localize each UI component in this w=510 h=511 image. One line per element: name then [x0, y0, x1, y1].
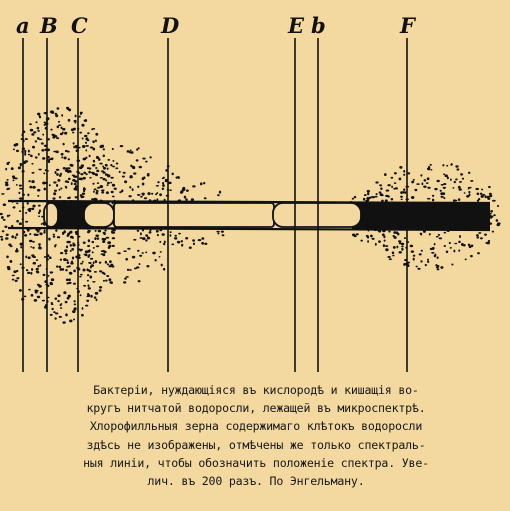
filament-cell-2 — [83, 202, 115, 228]
filament-cell-3 — [113, 202, 275, 228]
caption-line: ныя линiи, чтобы обозначить положенiе сп… — [83, 455, 429, 470]
spectral-lines — [22, 38, 408, 372]
spectral-line-label: D — [160, 13, 180, 38]
spectral-line-label: C — [71, 13, 88, 38]
caption-line: Бактерiи, нуждающiяся въ кислородѣ и киш… — [93, 383, 419, 397]
spectral-line-label: b — [311, 13, 326, 38]
spectral-line-label: a — [16, 13, 30, 38]
caption-line: лич. въ 200 разъ. По Энгельману. — [147, 474, 365, 489]
filament-cell-4 — [272, 202, 362, 228]
spectral-line-label: E — [287, 13, 305, 38]
caption-line: Хлорофилльныя зерна содержимаго клѣтокъ … — [89, 419, 423, 434]
spectral-line-label: F — [399, 13, 417, 38]
spectral-line-label: B — [39, 13, 58, 38]
dark-band-right — [352, 202, 490, 230]
caption-line: здѣсь не изображены, отмѣчены же только … — [86, 437, 426, 452]
filament — [7, 199, 491, 232]
caption-line: кругъ нитчатой водоросли, лежащей въ мик… — [86, 401, 426, 416]
figure-caption: Бактерiи, нуждающiяся въ кислородѣ и киш… — [8, 381, 504, 490]
filament-cell-1 — [43, 202, 59, 228]
